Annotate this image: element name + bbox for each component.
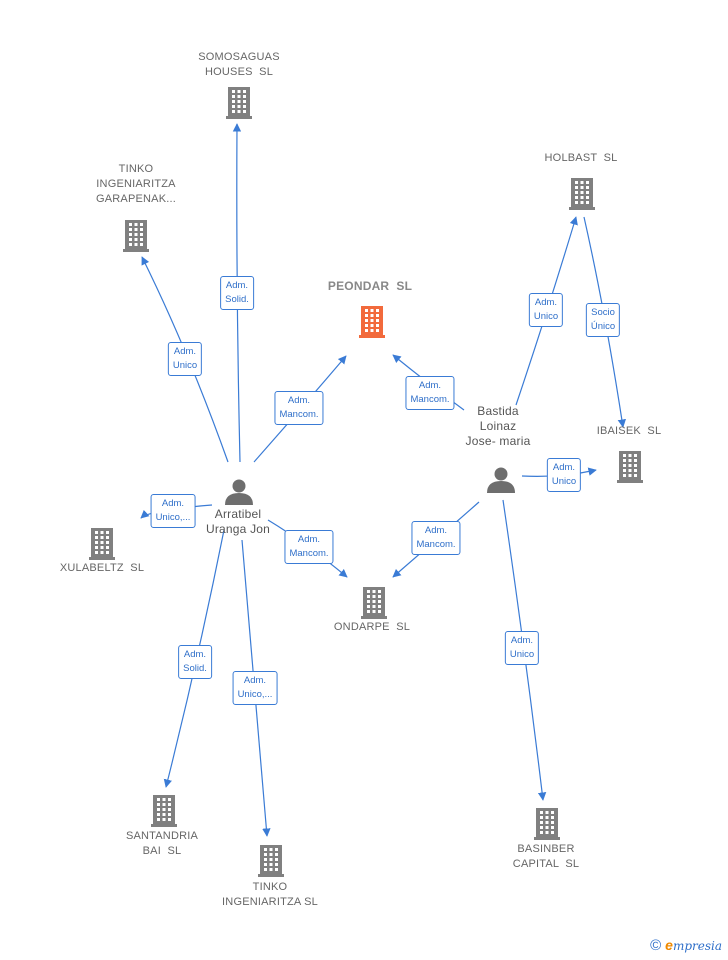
company-basinber-icon[interactable]	[534, 808, 560, 840]
empresia-watermark: ©empresia	[650, 937, 722, 954]
node-label-basinber[interactable]: BASINBER CAPITAL SL	[512, 843, 580, 870]
edge-label-bastida-to-peondar[interactable]: Adm. Mancom.	[405, 376, 455, 410]
node-label-ibaisek[interactable]: IBAISEK SL	[596, 425, 662, 437]
edge-label-arratibel-to-tinko_g[interactable]: Adm. Unico	[167, 342, 203, 376]
edge-label-bastida-to-ibaisek[interactable]: Adm. Unico	[546, 458, 582, 492]
company-tinko_g-icon[interactable]	[123, 220, 149, 252]
person-arratibel-icon[interactable]	[225, 479, 253, 506]
node-label-xulabeltz[interactable]: XULABELTZ SL	[59, 562, 145, 574]
node-label-tinko[interactable]: TINKO INGENIARITZA SL	[222, 881, 318, 908]
edge-label-arratibel-to-somosaguas[interactable]: Adm. Solid.	[220, 276, 254, 310]
empresia-logo-text: mpresia	[672, 939, 722, 953]
edge-label-arratibel-to-ondarpe[interactable]: Adm. Mancom.	[284, 530, 334, 564]
node-label-tinko_g[interactable]: TINKO INGENIARITZA GARAPENAK...	[95, 163, 177, 205]
company-peondar-icon[interactable]	[359, 306, 385, 338]
node-label-somosaguas[interactable]: SOMOSAGUAS HOUSES SL	[198, 51, 280, 78]
empresia-logo-initial: e	[665, 937, 673, 953]
edge-label-bastida-to-basinber[interactable]: Adm. Unico	[504, 631, 540, 665]
company-holbast-icon[interactable]	[569, 178, 595, 210]
edge-label-arratibel-to-peondar[interactable]: Adm. Mancom.	[274, 391, 324, 425]
edge-label-holbast-to-ibaisek[interactable]: Socio Único	[585, 303, 621, 337]
node-label-santandria[interactable]: SANTANDRIA BAI SL	[125, 830, 199, 857]
company-ibaisek-icon[interactable]	[617, 451, 643, 483]
edge-label-bastida-to-ondarpe[interactable]: Adm. Mancom.	[411, 521, 461, 555]
copyright-icon: ©	[650, 937, 662, 954]
edge-label-arratibel-to-xulabeltz[interactable]: Adm. Unico,...	[150, 494, 196, 528]
node-label-arratibel[interactable]: Arratibel Uranga Jon	[205, 507, 271, 536]
node-label-bastida[interactable]: Bastida Loinaz Jose- maria	[465, 404, 531, 448]
company-ondarpe-icon[interactable]	[361, 587, 387, 619]
edge-label-arratibel-to-santandria[interactable]: Adm. Solid.	[178, 645, 212, 679]
company-xulabeltz-icon[interactable]	[89, 528, 115, 560]
person-bastida-icon[interactable]	[487, 467, 515, 494]
company-somosaguas-icon[interactable]	[226, 87, 252, 119]
edge-label-arratibel-to-tinko[interactable]: Adm. Unico,...	[232, 671, 278, 705]
company-santandria-icon[interactable]	[151, 795, 177, 827]
node-label-peondar[interactable]: PEONDAR SL	[327, 279, 413, 293]
node-label-holbast[interactable]: HOLBAST SL	[544, 152, 618, 164]
nodes-layer	[89, 87, 643, 877]
company-tinko-icon[interactable]	[258, 845, 284, 877]
node-label-ondarpe[interactable]: ONDARPE SL	[333, 621, 411, 633]
edge-label-bastida-to-holbast[interactable]: Adm. Unico	[528, 293, 564, 327]
